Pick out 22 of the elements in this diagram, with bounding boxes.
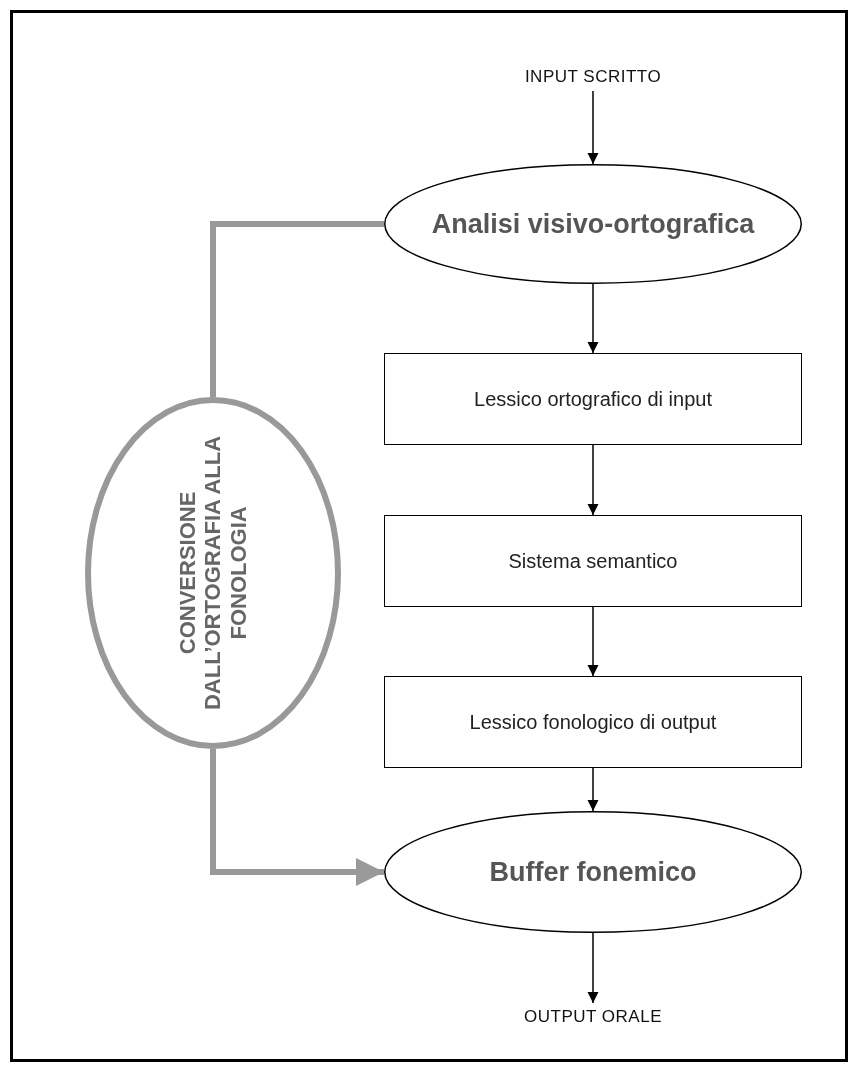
ellipse-title: Buffer fonemico <box>489 855 697 889</box>
process-box <box>384 676 802 768</box>
arrow <box>587 767 599 812</box>
ellipse-title: Analisi visivo-ortografica <box>431 207 755 241</box>
arrow <box>587 932 599 1004</box>
arrow <box>587 283 599 354</box>
process-ellipse <box>384 164 802 284</box>
arrow <box>210 749 384 886</box>
process-box <box>384 353 802 445</box>
box-text: Lessico ortografico di input <box>474 387 712 411</box>
connector-line <box>210 221 384 397</box>
arrow <box>587 606 599 677</box>
arrow <box>587 444 599 516</box>
vertical-text: CONVERSIONE DALL’ORTOGRAFIA ALLA FONOLOGIA <box>175 434 251 713</box>
process-box <box>384 515 802 607</box>
process-ellipse <box>384 811 802 933</box>
flow-label: INPUT SCRITTO <box>524 67 662 87</box>
arrow <box>587 90 599 165</box>
flow-label: OUTPUT ORALE <box>524 1007 662 1027</box>
process-ellipse <box>85 397 341 749</box>
box-text: Sistema semantico <box>508 549 678 573</box>
box-text: Lessico fonologico di output <box>469 710 717 734</box>
